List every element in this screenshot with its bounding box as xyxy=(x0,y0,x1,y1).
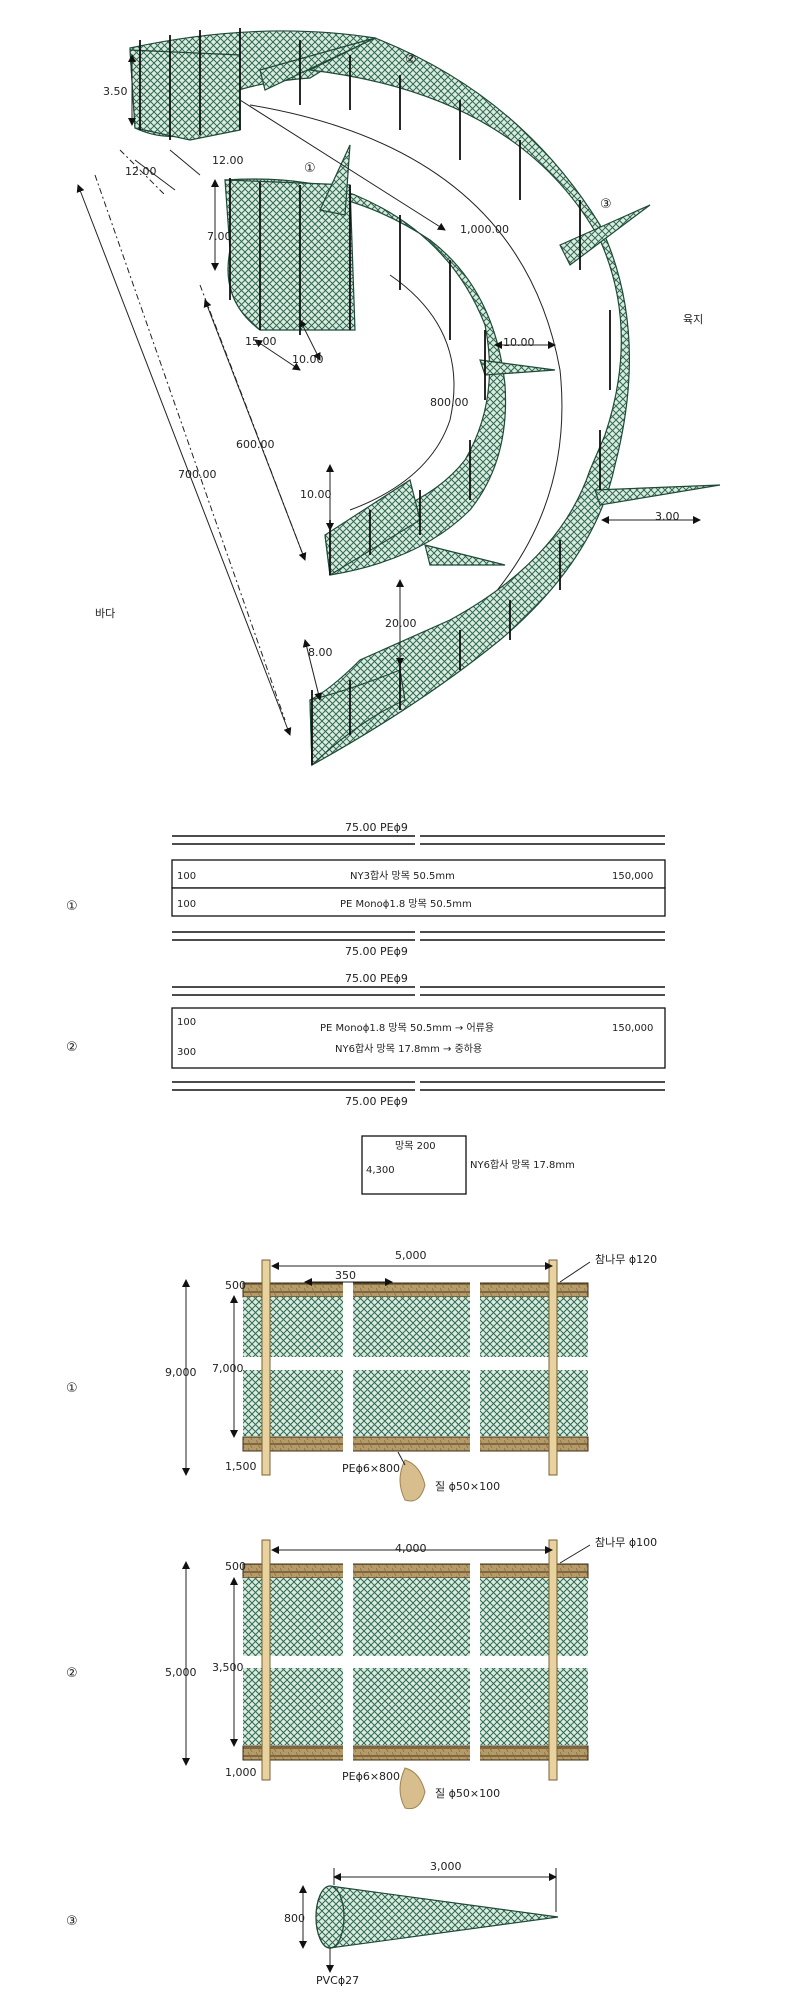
dim-300: 3.00 xyxy=(655,510,680,523)
s2-row1-right: 150,000 xyxy=(612,1023,653,1034)
dim-1200a: 12.00 xyxy=(125,165,157,178)
cone-length: 3,000 xyxy=(430,1860,462,1873)
s3-box-top: 망목 200 xyxy=(395,1140,436,1152)
dim-800: 8.00 xyxy=(308,646,333,659)
s2-row2-mid: NY6합사 망목 17.8mm → 중하용 xyxy=(335,1042,482,1055)
cone-dia: 800 xyxy=(284,1912,305,1925)
s2-box xyxy=(171,1007,666,1069)
elev1-rope: PEϕ6×800 xyxy=(342,1462,400,1475)
plan-cone-4 xyxy=(594,484,721,506)
elev2-pole: 참나무 ϕ100 xyxy=(595,1536,657,1549)
elev2-marker: ② xyxy=(66,1666,78,1681)
s1-row1-right: 150,000 xyxy=(612,871,653,882)
plan-marker-1: ① xyxy=(304,161,316,176)
elev1-height: 9,000 xyxy=(165,1366,197,1379)
plan-cone-2 xyxy=(479,359,556,376)
dim-60000: 600.00 xyxy=(236,438,275,451)
plan-poles xyxy=(139,28,611,765)
plan-marker-3: ③ xyxy=(600,197,612,212)
elev1-bottom: 1,500 xyxy=(225,1460,257,1473)
inner-guide-arc xyxy=(349,274,455,511)
elev2-sinker-label: 질 ϕ50×100 xyxy=(435,1787,500,1800)
outer-net-wall-right xyxy=(307,37,630,767)
elev1-sinker xyxy=(399,1459,426,1502)
s2-marker: ② xyxy=(66,1040,78,1055)
s2-row1-left: 100 xyxy=(177,1017,196,1028)
s1-row1-left: 100 xyxy=(177,871,196,882)
s3-box xyxy=(361,1135,467,1195)
dim-80000: 800.00 xyxy=(430,396,469,409)
dim-2000: 20.00 xyxy=(385,617,417,630)
elev1-marker: ① xyxy=(66,1381,78,1396)
plan-view: ② ① ③ 육지 바다 3.50 12.00 12.00 7.00 15.00 … xyxy=(76,28,721,767)
outer-chamber xyxy=(129,49,241,141)
s1-row1 xyxy=(171,859,666,889)
net-section-2: 75.00 PEϕ9 100 PE Monoϕ1.8 망목 50.5mm → 어… xyxy=(66,972,666,1108)
elev1-spacing: 350 xyxy=(335,1269,356,1282)
dim-350: 3.50 xyxy=(103,85,128,98)
label-sea: 바다 xyxy=(95,607,115,620)
s1-marker: ① xyxy=(66,899,78,914)
elevation-2: 4,000 참나무 ϕ100 5,000 500 3,500 1,000 PEϕ… xyxy=(66,1536,657,1810)
elev1-sinker-label: 질 ϕ50×100 xyxy=(435,1480,500,1493)
cone-marker: ③ xyxy=(66,1914,78,1929)
dim-1000a: 10.00 xyxy=(292,353,324,366)
elev2-top: 500 xyxy=(225,1560,246,1573)
s1-row2 xyxy=(171,887,666,917)
dim-100000: 1,000.00 xyxy=(460,223,509,236)
s2-rope-bottom: 75.00 PEϕ9 xyxy=(345,1095,408,1108)
net-section-3: 망목 200 4,300 NY6합사 망목 17.8mm xyxy=(361,1135,575,1195)
plan-cone-5 xyxy=(424,544,506,566)
elev2-width: 4,000 xyxy=(395,1542,427,1555)
elev2-bottom: 1,000 xyxy=(225,1766,257,1779)
dim-70000: 700.00 xyxy=(178,468,217,481)
dim-1200b: 12.00 xyxy=(212,154,244,167)
plan-marker-2: ② xyxy=(405,52,417,67)
s1-rope-top: 75.00 PEϕ9 xyxy=(345,821,408,834)
s1-row1-mid: NY3합사 망목 50.5mm xyxy=(350,870,455,882)
elev1-top: 500 xyxy=(225,1279,246,1292)
elev1-net: 7,000 xyxy=(212,1362,244,1375)
plan-cone-1 xyxy=(319,144,351,216)
s2-rope-top: 75.00 PEϕ9 xyxy=(345,972,408,985)
dim-1500: 15.00 xyxy=(245,335,277,348)
elev2-height: 5,000 xyxy=(165,1666,197,1679)
cone-pipe: PVCϕ27 xyxy=(316,1974,359,1987)
elev2-rope: PEϕ6×800 xyxy=(342,1770,400,1783)
elev2-sinker xyxy=(399,1767,426,1810)
label-land: 육지 xyxy=(683,313,703,326)
cone-detail: 3,000 800 PVCϕ27 ③ xyxy=(66,1860,559,1987)
plan-cone-6 xyxy=(259,37,376,91)
net-section-1: 75.00 PEϕ9 100 NY3합사 망목 50.5mm 150,000 1… xyxy=(66,821,666,958)
s1-row2-left: 100 xyxy=(177,899,196,910)
s1-row2-mid: PE Monoϕ1.8 망목 50.5mm xyxy=(340,898,472,910)
dim-1000b: 10.00 xyxy=(503,336,535,349)
elev2-net: 3,500 xyxy=(212,1661,244,1674)
plan-dimensions xyxy=(76,54,701,736)
s3-box-left: 4,300 xyxy=(366,1165,395,1176)
elev1-width: 5,000 xyxy=(395,1249,427,1262)
leader-wall-lower xyxy=(309,669,406,767)
elev1-pole: 참나무 ϕ120 xyxy=(595,1253,657,1266)
s2-row2-left: 300 xyxy=(177,1047,196,1058)
s2-row1-mid: PE Monoϕ1.8 망목 50.5mm → 어류용 xyxy=(320,1022,494,1034)
s3-side: NY6합사 망목 17.8mm xyxy=(470,1159,575,1171)
elevation-1: 5,000 350 참나무 ϕ120 9,000 500 7,000 1,500… xyxy=(66,1249,657,1502)
plan-cone-3 xyxy=(559,204,651,266)
s1-rope-bottom: 75.00 PEϕ9 xyxy=(345,945,408,958)
dim-700: 7.00 xyxy=(207,230,232,243)
cone-body xyxy=(329,1885,559,1949)
cone-mouth xyxy=(315,1885,345,1949)
dim-1000c: 10.00 xyxy=(300,488,332,501)
